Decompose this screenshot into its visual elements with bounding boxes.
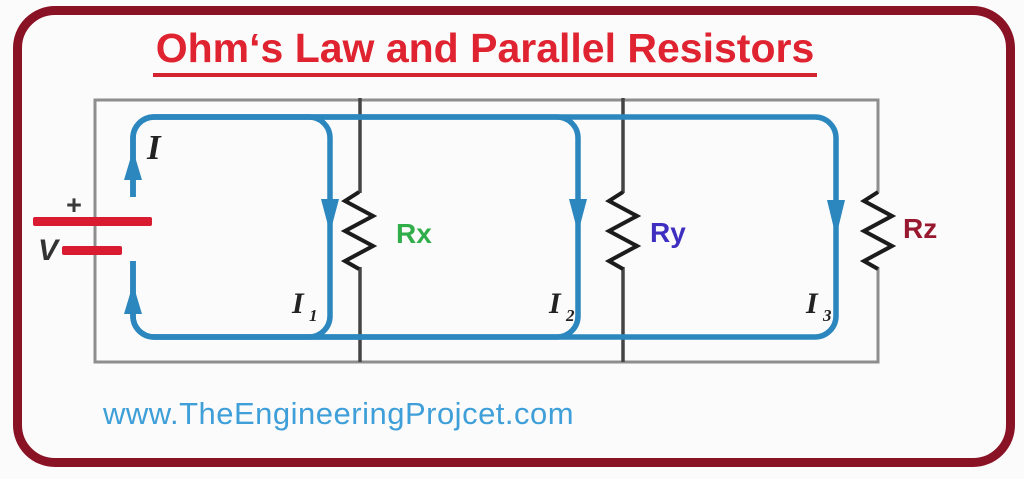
current-loop-3 <box>130 114 839 340</box>
title-text: Ohm‘s Law and Parallel Resistors <box>152 26 818 78</box>
branch3-current-subscript: 3 <box>822 306 832 325</box>
branch2-current-label: I <box>548 287 562 320</box>
branch1-current-label: I <box>291 287 305 320</box>
page-title: Ohm‘s Law and Parallel Resistors <box>0 26 970 78</box>
resistor-rx-label: Rx <box>396 218 432 249</box>
current-loop-1 <box>130 114 333 340</box>
battery-wire-gap-mask <box>124 197 142 261</box>
battery-plus-sign: + <box>66 190 82 220</box>
resistor-zigzag-ry <box>604 190 642 271</box>
branch1-current-arrow-down-icon <box>321 199 339 233</box>
branch3-current-arrow-down-icon <box>827 200 845 237</box>
resistor-rz-label: Rz <box>903 213 937 244</box>
current-arrow-up-icon <box>124 284 142 314</box>
branch1-current-subscript: 1 <box>309 306 318 325</box>
current-arrow-up-icon <box>124 150 142 180</box>
battery-negative-plate <box>62 246 122 255</box>
resistor-ry-label: Ry <box>650 217 686 248</box>
rounded-border-frame <box>13 6 1015 467</box>
branch2-current-arrow-down-icon <box>569 199 587 233</box>
voltage-source-label: V <box>38 234 61 267</box>
resistor-zigzag-rz <box>859 190 897 271</box>
branch3-current-label: I <box>805 287 819 320</box>
outer-circuit-rectangle <box>93 98 880 364</box>
branch2-current-subscript: 2 <box>565 306 575 325</box>
battery-positive-plate <box>33 217 152 226</box>
watermark-url: www.TheEngineeringProjcet.com <box>103 396 575 431</box>
total-current-label: I <box>146 128 162 167</box>
resistor-zigzag-rx <box>340 190 378 271</box>
